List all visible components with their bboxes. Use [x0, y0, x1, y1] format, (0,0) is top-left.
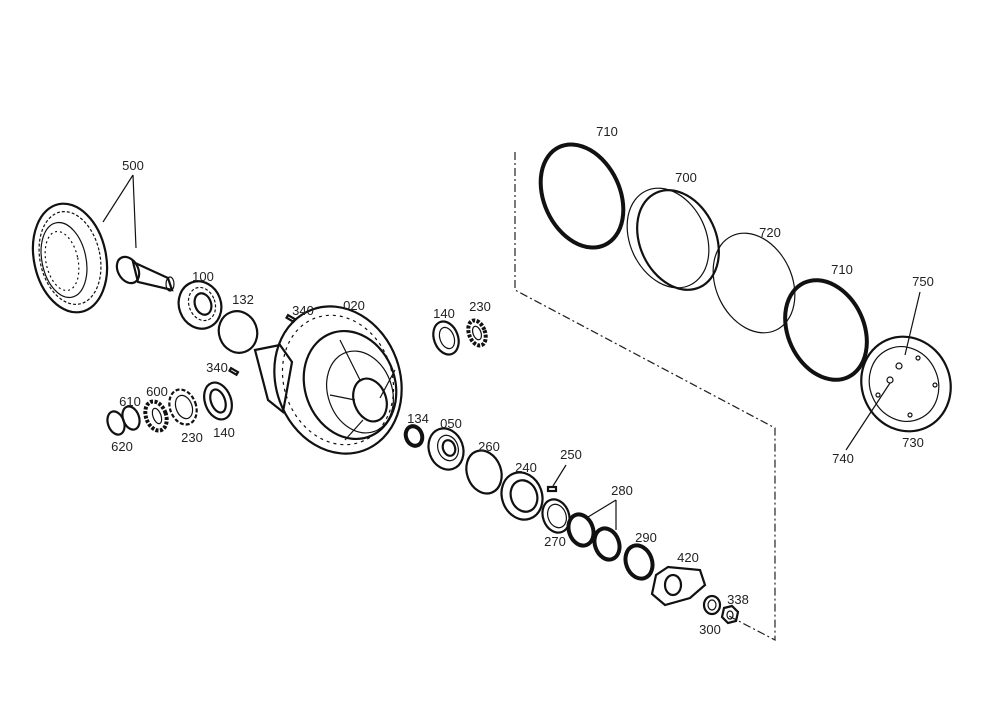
- part-washer-300[interactable]: [702, 594, 722, 616]
- brake-group-boundary: [514, 152, 776, 641]
- part-gear-230-upper[interactable]: [465, 318, 489, 348]
- label-300: 300: [699, 622, 721, 637]
- part-ring-290[interactable]: [621, 542, 657, 583]
- part-ring-134[interactable]: [403, 424, 425, 448]
- part-gear-600[interactable]: [141, 398, 170, 433]
- label-600: 600: [146, 384, 168, 399]
- part-ring-260[interactable]: [461, 446, 508, 499]
- label-270: 270: [544, 534, 566, 549]
- label-750: 750: [912, 274, 934, 289]
- label-140-lower: 140: [213, 425, 235, 440]
- label-610: 610: [119, 394, 141, 409]
- leader-280: [587, 499, 617, 530]
- label-250: 250: [560, 447, 582, 462]
- leader-740: [845, 382, 891, 451]
- label-100: 100: [192, 269, 214, 284]
- label-020: 020: [343, 298, 365, 313]
- part-ring-610[interactable]: [119, 404, 142, 432]
- leader-750: [904, 291, 921, 356]
- leader-250: [552, 464, 567, 487]
- part-nut-338[interactable]: [720, 604, 740, 625]
- part-bearing-100[interactable]: [172, 275, 228, 334]
- part-ring-280b[interactable]: [590, 525, 623, 563]
- label-340-lower: 340: [206, 360, 228, 375]
- part-ring-270[interactable]: [538, 496, 574, 537]
- label-420: 420: [677, 550, 699, 565]
- label-740: 740: [832, 451, 854, 466]
- label-140-upper: 140: [433, 306, 455, 321]
- label-710-upper: 710: [596, 124, 618, 139]
- part-housing-020[interactable]: [253, 288, 422, 471]
- label-290: 290: [635, 530, 657, 545]
- label-132: 132: [232, 292, 254, 307]
- label-720: 720: [759, 225, 781, 240]
- part-ring-710-lower[interactable]: [770, 267, 883, 393]
- part-ring-720[interactable]: [698, 220, 811, 346]
- label-260: 260: [478, 439, 500, 454]
- part-plate-730[interactable]: [846, 322, 966, 446]
- label-338: 338: [727, 592, 749, 607]
- part-ring-710-upper[interactable]: [525, 131, 640, 261]
- part-ring-gear[interactable]: [23, 197, 116, 320]
- label-500: 500: [122, 158, 144, 173]
- leader-500: [102, 174, 137, 249]
- part-gear-230-lower[interactable]: [165, 386, 202, 429]
- label-230-lower: 230: [181, 430, 203, 445]
- label-710-lower: 710: [831, 262, 853, 277]
- part-flange-420[interactable]: [650, 565, 707, 607]
- label-280: 280: [611, 483, 633, 498]
- label-700: 700: [675, 170, 697, 185]
- part-sleeve-700[interactable]: [612, 175, 735, 303]
- part-bearing-140-lower[interactable]: [199, 379, 236, 424]
- part-pin-340-lower[interactable]: [228, 366, 240, 377]
- label-230-upper: 230: [469, 299, 491, 314]
- label-730: 730: [902, 435, 924, 450]
- part-key-250[interactable]: [546, 485, 558, 493]
- part-bearing-140-upper[interactable]: [429, 318, 463, 358]
- label-240: 240: [515, 460, 537, 475]
- part-seal-240[interactable]: [495, 467, 549, 526]
- label-340-upper: 340: [292, 303, 314, 318]
- part-bearing-050[interactable]: [423, 423, 469, 474]
- part-pinion-shaft[interactable]: [112, 253, 175, 292]
- part-ring-280a[interactable]: [564, 511, 597, 549]
- label-134: 134: [407, 411, 429, 426]
- label-050: 050: [440, 416, 462, 431]
- label-620: 620: [111, 439, 133, 454]
- part-ring-132[interactable]: [213, 306, 263, 358]
